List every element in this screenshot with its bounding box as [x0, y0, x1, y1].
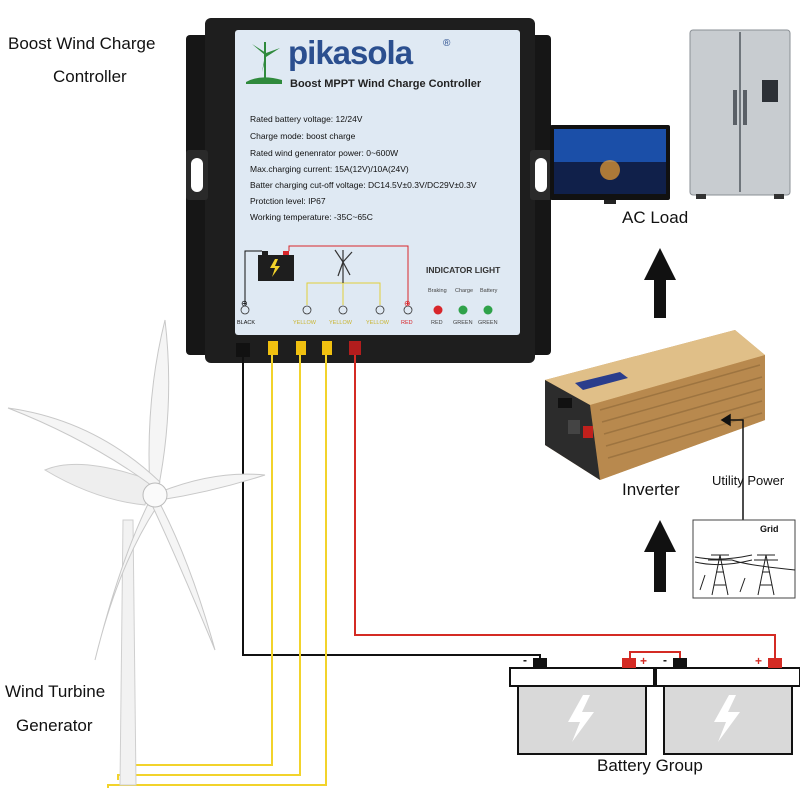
battery1-neg: -: [523, 653, 527, 667]
spec-line: Protction level: IP67: [250, 196, 326, 206]
pylon-icon: [694, 554, 796, 596]
terminal-label-yellow-3: YELLOW: [366, 320, 389, 326]
spec-line: Rated battery voltage: 12/24V: [250, 114, 363, 124]
spec-line: Max.charging current: 15A(12V)/10A(24V): [250, 164, 409, 174]
lightning-icon: [714, 695, 740, 742]
spec-line: Rated wind genenrator power: 0~600W: [250, 148, 399, 158]
inverter-icon: [545, 330, 765, 480]
wire-yellow-2: [117, 355, 301, 780]
terminal-symbol-pos: ⊕: [404, 299, 411, 308]
wind-turbine-label-line2: Generator: [16, 716, 93, 735]
wire-black: [242, 355, 541, 672]
battery-group-label: Battery Group: [597, 756, 703, 775]
wind-turbine-label-line1: Wind Turbine: [5, 682, 106, 701]
arrow-up-icon: [644, 248, 676, 592]
terminal-label-yellow-2: YELLOW: [329, 320, 352, 326]
utility-connector: [720, 413, 744, 520]
utility-power-label: Utility Power: [712, 473, 785, 488]
tv-icon: [550, 125, 670, 204]
indicator-color-battery: GREEN: [478, 320, 498, 326]
wind-turbine-icon: [7, 319, 266, 786]
wire-yellow-3: [107, 355, 327, 788]
terminal-circles: [240, 305, 413, 315]
indicator-color-charge: GREEN: [453, 320, 473, 326]
terminal-label-black: BLACK: [237, 320, 256, 326]
indicator-color-braking: RED: [431, 320, 443, 326]
wind-turbine-schematic-icon: [334, 249, 353, 283]
battery-terminal-symbols: - + - +: [523, 653, 762, 668]
brand-name: pikasola: [288, 34, 413, 71]
refrigerator-icon: [689, 29, 791, 199]
controller-label-line1: Boost Wind Charge: [8, 34, 156, 53]
schematic-wires: [244, 245, 409, 305]
grid-label: Grid: [760, 524, 779, 534]
wire-yellow-1: [127, 355, 273, 770]
wire-red: [354, 355, 776, 668]
ac-load-label: AC Load: [622, 208, 689, 227]
indicator-leds: [433, 305, 493, 315]
battery-2: [655, 658, 800, 755]
spec-line: Working temperature: -35C~65C: [250, 212, 373, 222]
controller-label-line2: Controller: [53, 67, 127, 86]
inverter-label: Inverter: [622, 480, 680, 499]
battery2-pos: +: [755, 654, 762, 668]
spec-line: Batter charging cut-off voltage: DC14.5V…: [250, 180, 477, 190]
lightning-icon: [568, 695, 594, 742]
brand-registered-mark: ®: [443, 38, 451, 49]
spec-line: Charge mode: boost charge: [250, 131, 356, 141]
brand-logo-icon: [246, 42, 282, 84]
terminal-label-red: RED: [401, 320, 413, 326]
terminal-symbol-neg: ⊖: [241, 299, 248, 308]
indicator-name-battery: Battery: [480, 288, 498, 294]
controller-schematic: [235, 30, 520, 335]
grid-box: [692, 519, 796, 599]
product-title: Boost MPPT Wind Charge Controller: [290, 78, 482, 90]
indicator-name-charge: Charge: [455, 288, 474, 294]
battery2-neg: -: [663, 653, 667, 667]
battery1-pos: +: [640, 654, 647, 668]
battery-1: [509, 658, 655, 755]
battery-icon: [258, 251, 294, 281]
terminal-label-yellow-1: YELLOW: [293, 320, 316, 326]
wire-red-link: [629, 651, 681, 668]
indicator-light-title: INDICATOR LIGHT: [426, 265, 501, 275]
indicator-name-braking: Braking: [428, 288, 447, 294]
